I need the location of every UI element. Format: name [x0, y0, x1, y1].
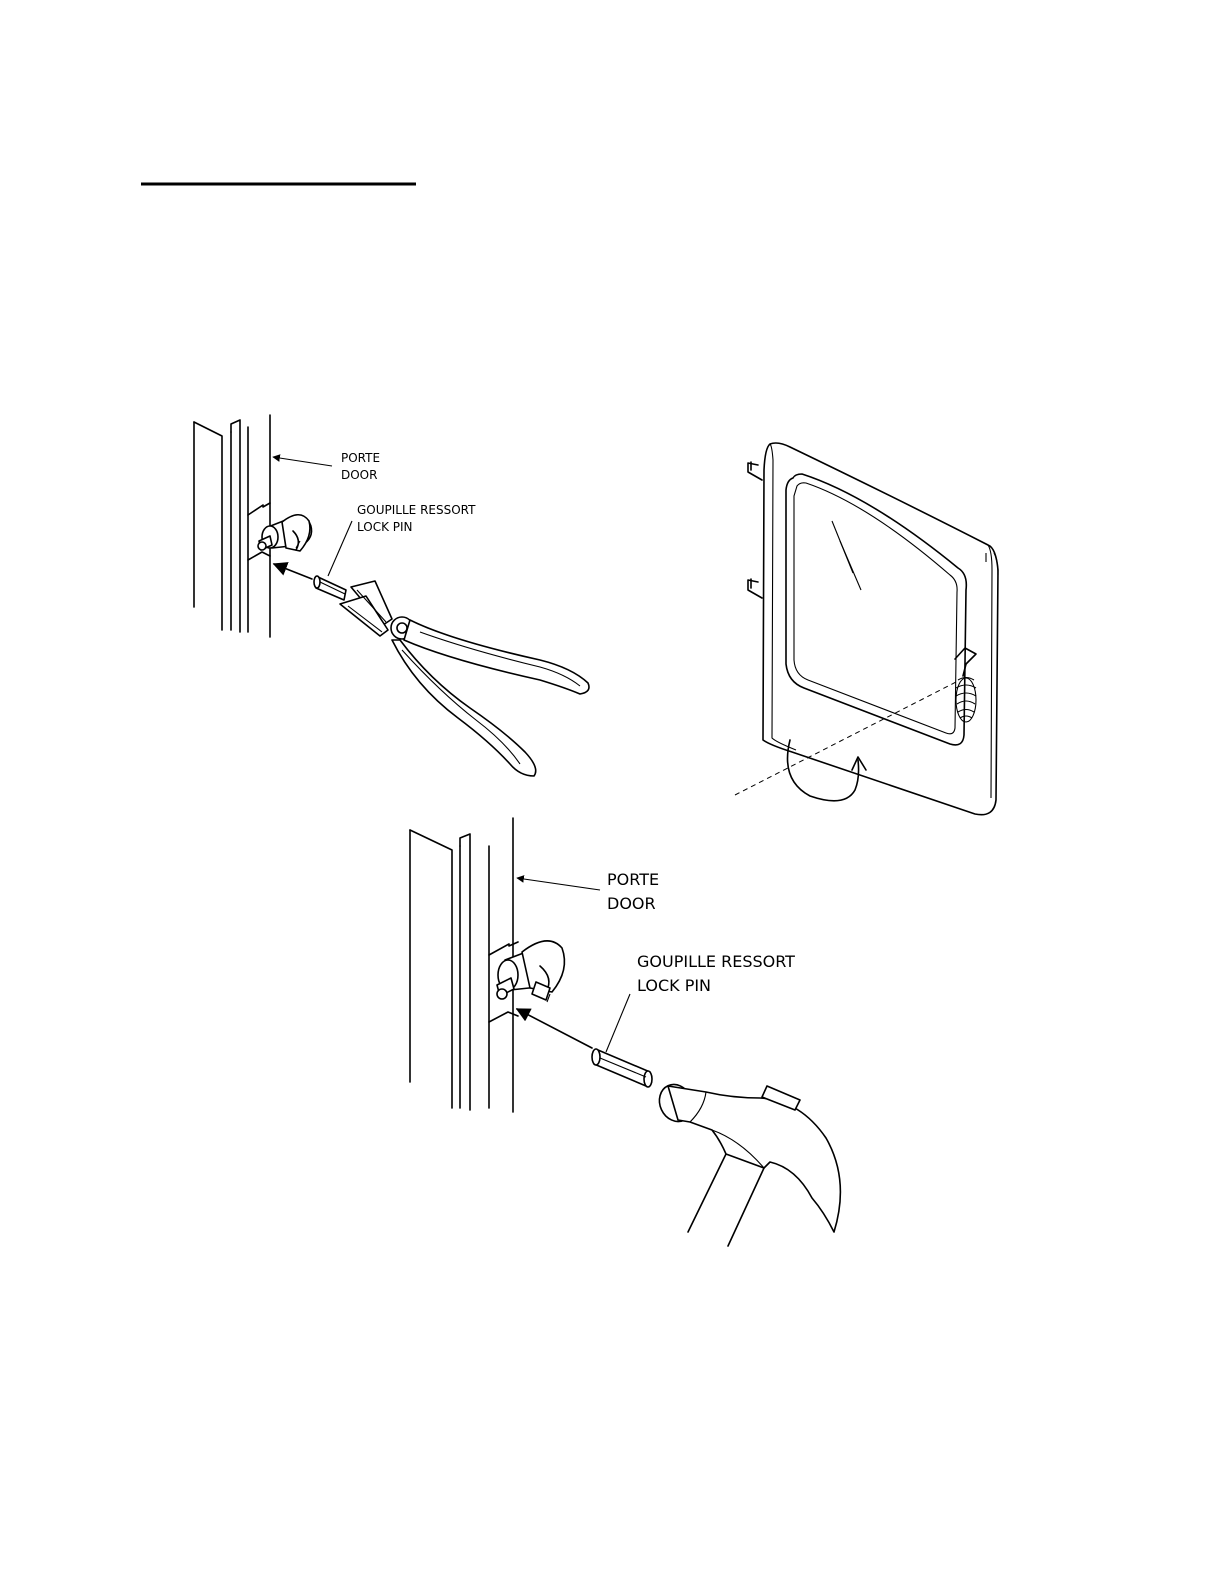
lock-pin-lower: [592, 1049, 652, 1087]
label-lockpin-lower: LOCK PIN: [637, 976, 711, 995]
label-lockpin-upper: LOCK PIN: [357, 520, 413, 534]
hinge-pin-upper: [258, 515, 312, 551]
pliers-icon: [340, 581, 589, 776]
lock-pin-upper: [314, 576, 346, 600]
label-door-upper: DOOR: [341, 468, 377, 482]
stove-door-icon: [735, 443, 998, 815]
label-door-lower: DOOR: [607, 894, 656, 913]
label-goupille-upper: GOUPILLE RESSORT: [357, 503, 476, 517]
hinge-pin-lower: [497, 941, 564, 1002]
label-porte-upper: PORTE: [341, 451, 380, 465]
label-goupille-lower: GOUPILLE RESSORT: [637, 952, 795, 971]
lower-frame-detail: PORTE DOOR GOUPILLE RESSORT LOCK PIN: [410, 818, 840, 1246]
hammer-icon: [653, 1079, 840, 1246]
label-porte-lower: PORTE: [607, 870, 659, 889]
upper-frame-detail: PORTE DOOR GOUPILLE RESSORT LOCK PIN: [194, 415, 589, 776]
